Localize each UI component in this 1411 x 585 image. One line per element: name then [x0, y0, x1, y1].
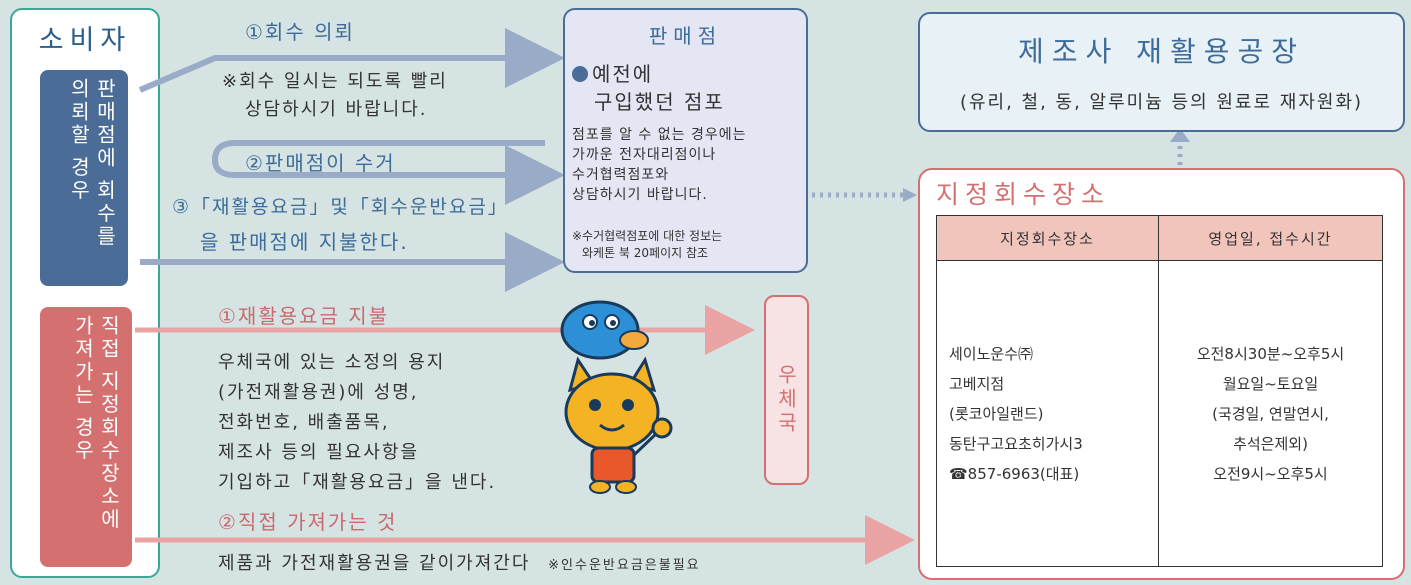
- consumer-title: 소비자: [38, 25, 132, 56]
- cat-mascot-icon: [564, 356, 673, 494]
- recycling-factory-panel: [918, 12, 1405, 132]
- bird-mascot-icon: [560, 300, 649, 360]
- post-office-panel: [764, 295, 809, 485]
- instruction-line2: (가전재활용권)에 성명,: [218, 382, 419, 403]
- depot-name-line: 세이노운수㈜: [949, 344, 1034, 363]
- payment-step-label-line2: 을 판매점에 지불한다.: [200, 230, 409, 254]
- retailer-note: ※수거협력점포에 대한 정보는 와케톤 북 20페이지 참조: [572, 228, 804, 262]
- retailer-body-line2: 가까운 전자대리점이나: [572, 147, 717, 163]
- depot-name-line: 동탄구고요초히가시3: [949, 434, 1083, 453]
- pickup-step-label: ②판매점이 수거: [245, 151, 396, 175]
- depot-table-row: 세이노운수㈜ 고베지점 (롯코아일랜드) 동탄구고요초히가시3 ☎857-696…: [936, 260, 1383, 567]
- retailer-note-line1: ※수거협력점포에 대한 정보는: [572, 229, 723, 243]
- retailer-sub-line2: 구입했던 점포: [594, 90, 725, 114]
- direct-case-label: 직접 지정회수장소에 가져가는 경우: [40, 307, 132, 567]
- retailer-body: 점포를 알 수 없는 경우에는 가까운 전자대리점이나 수거협력점포와 상담하시…: [572, 125, 804, 205]
- retailer-sub-line1: 예전에: [592, 62, 654, 86]
- instruction-line5: 기입하고「재활용요금」을 낸다.: [218, 472, 497, 493]
- payment-step-label-line1: ③「재활용요금」및「회수운반요금」: [172, 196, 509, 218]
- fee-payment-step-label: ①재활용요금 지불: [218, 304, 390, 328]
- direct-delivery-line: 제품과 가전재활용권을 같이가져간다: [218, 553, 531, 574]
- depot-table: 지정회수장소 영업일, 접수시간 세이노운수㈜ 고베지점 (롯코아일랜드) 동탄…: [936, 215, 1383, 567]
- retailer-panel: [563, 8, 808, 273]
- depot-hours-line: 추석은제외): [1233, 434, 1308, 453]
- instruction-line4: 제조사 등의 필요사항을: [218, 442, 420, 463]
- depot-header-hours: 영업일, 접수시간: [1158, 215, 1383, 261]
- direct-delivery-instruction: 제품과 가전재활용권을 같이가져간다 ※인수운반요금은불필요: [218, 550, 701, 580]
- instruction-line1: 우체국에 있는 소정의 용지: [218, 352, 446, 373]
- depot-name-line: (롯코아일랜드): [949, 404, 1044, 423]
- direct-delivery-note: ※인수운반요금은불필요: [548, 558, 701, 573]
- depot-hours-line: 오전9시~오후5시: [1213, 464, 1328, 483]
- direct-delivery-step-label: ②직접 가져가는 것: [218, 510, 398, 534]
- depot-hours-line: (국경일, 연말연시,: [1212, 404, 1329, 423]
- depot-name-cell: 세이노운수㈜ 고베지점 (롯코아일랜드) 동탄구고요초히가시3 ☎857-696…: [936, 260, 1159, 567]
- depot-name-line: 고베지점: [949, 374, 1005, 393]
- request-arrow: [138, 28, 565, 93]
- depot-phone-line: ☎857-6963(대표): [949, 464, 1080, 483]
- depot-table-header: 지정회수장소 영업일, 접수시간: [936, 215, 1383, 261]
- factory-title: 제조사 재활용공장: [1018, 35, 1305, 68]
- pickup-arrow: [211, 140, 565, 205]
- request-step-label: ①회수 의뢰: [245, 20, 355, 44]
- depot-title: 지정회수장소: [936, 180, 1111, 209]
- retailer-body-line1: 점포를 알 수 없는 경우에는: [572, 127, 747, 143]
- depot-hours-cell: 오전8시30분~오후5시 월요일~토요일 (국경일, 연말연시, 추석은제외) …: [1158, 260, 1383, 567]
- retailer-body-line4: 상담하시기 바랍니다.: [572, 187, 708, 203]
- request-note-line1: ※회수 일시는 되도록 빨리: [222, 71, 448, 92]
- retailer-title: 판매점: [648, 24, 723, 48]
- depot-hours-line: 오전8시30분~오후5시: [1196, 344, 1345, 363]
- post-office-label: 우체국: [774, 364, 798, 436]
- depot-hours-line: 월요일~토요일: [1222, 374, 1319, 393]
- retailer-subtitle: 예전에 구입했던 점포: [572, 60, 725, 116]
- instruction-line3: 전화번호, 배출품목,: [218, 412, 390, 433]
- fee-payment-instructions: 우체국에 있는 소정의 용지 (가전재활용권)에 성명, 전화번호, 배출품목,…: [218, 348, 496, 498]
- factory-subtitle: (유리, 철, 동, 알루미늄 등의 원료로 재자원화): [959, 92, 1364, 113]
- retailer-body-line3: 수거협력점포와: [572, 167, 670, 183]
- retailer-note-line2: 와케톤 북 20페이지 참조: [582, 246, 709, 260]
- retailer-case-label: 판매점에 회수를 의뢰할 경우: [40, 70, 128, 286]
- depot-header-name: 지정회수장소: [936, 215, 1159, 261]
- request-note-line2: 상담하시기 바랍니다.: [245, 99, 428, 120]
- bullet-icon: [572, 66, 588, 82]
